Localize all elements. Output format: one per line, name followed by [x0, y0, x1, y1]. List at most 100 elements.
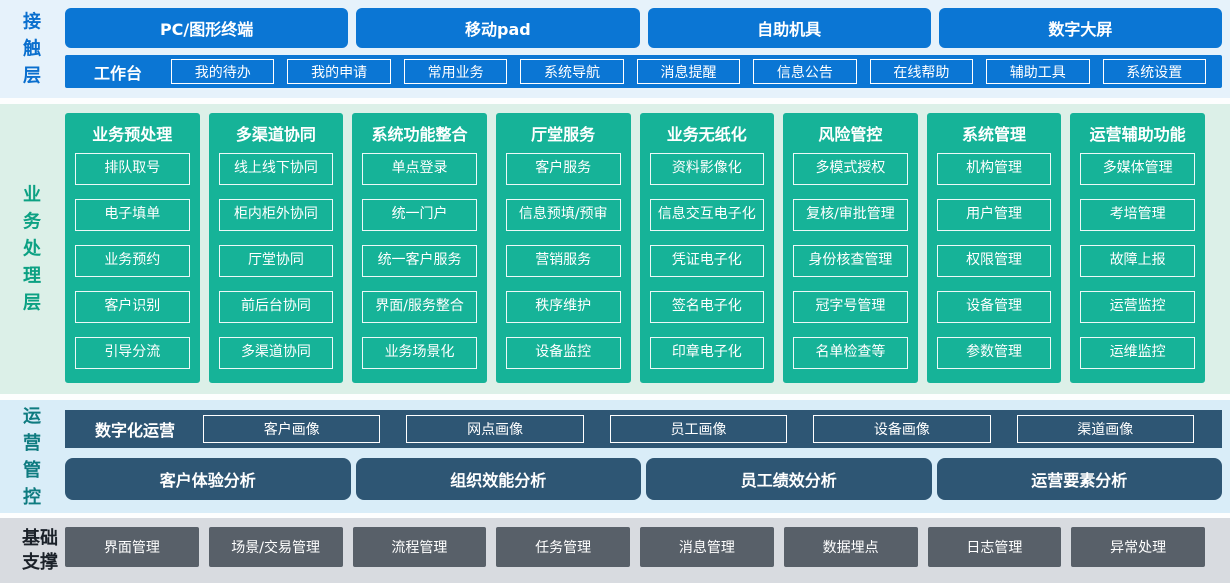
feature-box[interactable]: 厅堂协同: [218, 245, 334, 277]
feature-box[interactable]: 柜内柜外协同: [218, 199, 334, 231]
analysis-button[interactable]: 员工绩效分析: [646, 458, 932, 500]
workbench-item[interactable]: 消息提醒: [636, 59, 741, 84]
column-items: 线上线下协同柜内柜外协同厅堂协同前后台协同多渠道协同: [218, 153, 334, 369]
feature-box[interactable]: 故障上报: [1080, 245, 1195, 277]
portrait-box[interactable]: 客户画像: [203, 415, 381, 443]
operations-layer-label: 运营管控: [23, 405, 41, 508]
portrait-box[interactable]: 渠道画像: [1016, 415, 1194, 443]
workbench-label: 工作台: [93, 63, 142, 83]
foundation-item[interactable]: 流程管理: [352, 527, 487, 567]
channel-button[interactable]: 数字大屏: [938, 8, 1222, 48]
feature-box[interactable]: 名单检查等: [793, 337, 908, 369]
operations-layer-section: 运营管控 数字化运营 客户画像网点画像员工画像设备画像渠道画像 客户体验分析组织…: [0, 400, 1230, 513]
workbench-bar: 工作台 我的待办我的申请常用业务系统导航消息提醒信息公告在线帮助辅助工具系统设置: [65, 55, 1222, 88]
feature-box[interactable]: 参数管理: [936, 337, 1052, 369]
feature-box[interactable]: 线上线下协同: [218, 153, 334, 185]
portrait-box[interactable]: 员工画像: [609, 415, 788, 443]
feature-box[interactable]: 统一门户: [362, 199, 477, 231]
digital-operation-bar: 数字化运营 客户画像网点画像员工画像设备画像渠道画像: [65, 410, 1222, 448]
business-column: 多渠道协同线上线下协同柜内柜外协同厅堂协同前后台协同多渠道协同: [208, 113, 344, 383]
column-title: 厅堂服务: [531, 125, 596, 144]
portrait-box[interactable]: 设备画像: [813, 415, 991, 443]
workbench-item[interactable]: 辅助工具: [986, 59, 1090, 84]
contact-layer-label: 接触层: [23, 11, 41, 87]
feature-box[interactable]: 机构管理: [936, 153, 1052, 185]
column-items: 多模式授权复核/审批管理身份核查管理冠字号管理名单检查等: [793, 153, 908, 369]
feature-box[interactable]: 信息交互电子化: [649, 199, 765, 231]
foundation-item[interactable]: 数据埋点: [783, 527, 918, 567]
feature-box[interactable]: 身份核查管理: [793, 245, 908, 277]
section-divider: [0, 513, 1230, 518]
column-items: 多媒体管理考培管理故障上报运营监控运维监控: [1080, 153, 1195, 369]
feature-box[interactable]: 设备监控: [505, 337, 621, 369]
channel-button[interactable]: 移动pad: [356, 8, 640, 48]
column-items: 客户服务信息预填/预审营销服务秩序维护设备监控: [505, 153, 621, 369]
digital-operation-label: 数字化运营: [95, 421, 176, 440]
business-column: 业务预处理排队取号电子填单业务预约客户识别引导分流: [65, 113, 200, 383]
feature-box[interactable]: 统一客户服务: [362, 245, 477, 277]
feature-box[interactable]: 复核/审批管理: [793, 199, 908, 231]
feature-box[interactable]: 电子填单: [75, 199, 190, 231]
column-title: 多渠道协同: [235, 125, 316, 144]
feature-box[interactable]: 签名电子化: [649, 291, 765, 323]
analysis-button[interactable]: 客户体验分析: [65, 458, 351, 500]
feature-box[interactable]: 用户管理: [936, 199, 1052, 231]
feature-box[interactable]: 业务预约: [75, 245, 190, 277]
column-items: 单点登录统一门户统一客户服务界面/服务整合业务场景化: [362, 153, 477, 369]
workbench-item[interactable]: 常用业务: [403, 59, 508, 84]
channel-button[interactable]: PC/图形终端: [65, 8, 349, 48]
feature-box[interactable]: 冠字号管理: [793, 291, 908, 323]
feature-box[interactable]: 运营监控: [1080, 291, 1195, 323]
foundation-item[interactable]: 界面管理: [65, 527, 199, 567]
business-column: 业务无纸化资料影像化信息交互电子化凭证电子化签名电子化印章电子化: [639, 113, 775, 383]
feature-box[interactable]: 客户识别: [75, 291, 190, 323]
foundation-item[interactable]: 异常处理: [1071, 527, 1205, 567]
feature-box[interactable]: 秩序维护: [505, 291, 621, 323]
analysis-button[interactable]: 组织效能分析: [355, 458, 641, 500]
portrait-box[interactable]: 网点画像: [406, 415, 584, 443]
column-items: 机构管理用户管理权限管理设备管理参数管理: [936, 153, 1052, 369]
business-columns: 业务预处理排队取号电子填单业务预约客户识别引导分流多渠道协同线上线下协同柜内柜外…: [65, 113, 1205, 383]
feature-box[interactable]: 引导分流: [75, 337, 190, 369]
workbench-item[interactable]: 系统导航: [520, 59, 624, 84]
channel-button[interactable]: 自助机具: [647, 8, 931, 48]
workbench-item[interactable]: 在线帮助: [869, 59, 974, 84]
feature-box[interactable]: 营销服务: [505, 245, 621, 277]
feature-box[interactable]: 前后台协同: [218, 291, 334, 323]
feature-box[interactable]: 多媒体管理: [1080, 153, 1195, 185]
feature-box[interactable]: 运维监控: [1080, 337, 1195, 369]
feature-box[interactable]: 界面/服务整合: [362, 291, 477, 323]
analysis-button[interactable]: 运营要素分析: [936, 458, 1222, 500]
business-column: 系统管理机构管理用户管理权限管理设备管理参数管理: [926, 113, 1062, 383]
feature-box[interactable]: 考培管理: [1080, 199, 1195, 231]
portrait-row: 客户画像网点画像员工画像设备画像渠道画像: [203, 415, 1194, 443]
column-title: 系统管理: [962, 125, 1027, 144]
feature-box[interactable]: 凭证电子化: [649, 245, 765, 277]
workbench-item[interactable]: 我的待办: [171, 59, 275, 84]
foundation-item[interactable]: 场景/交易管理: [208, 527, 343, 567]
column-title: 系统功能整合: [371, 125, 468, 144]
column-title: 业务预处理: [92, 125, 173, 144]
workbench-item[interactable]: 系统设置: [1102, 59, 1206, 84]
feature-box[interactable]: 排队取号: [75, 153, 190, 185]
feature-box[interactable]: 多渠道协同: [218, 337, 334, 369]
feature-box[interactable]: 信息预填/预审: [505, 199, 621, 231]
feature-box[interactable]: 业务场景化: [362, 337, 477, 369]
column-title: 风险管控: [818, 125, 883, 144]
foundation-item[interactable]: 日志管理: [927, 527, 1062, 567]
feature-box[interactable]: 印章电子化: [649, 337, 765, 369]
feature-box[interactable]: 单点登录: [362, 153, 477, 185]
feature-box[interactable]: 多模式授权: [793, 153, 908, 185]
column-title: 业务无纸化: [666, 125, 747, 144]
feature-box[interactable]: 资料影像化: [649, 153, 765, 185]
business-column: 厅堂服务客户服务信息预填/预审营销服务秩序维护设备监控: [495, 113, 631, 383]
foundation-item[interactable]: 消息管理: [640, 527, 774, 567]
feature-box[interactable]: 权限管理: [936, 245, 1052, 277]
feature-box[interactable]: 客户服务: [505, 153, 621, 185]
workbench-items: 我的待办我的申请常用业务系统导航消息提醒信息公告在线帮助辅助工具系统设置: [171, 59, 1206, 84]
workbench-item[interactable]: 我的申请: [287, 59, 391, 84]
workbench-item[interactable]: 信息公告: [753, 59, 857, 84]
feature-box[interactable]: 设备管理: [936, 291, 1052, 323]
foundation-item[interactable]: 任务管理: [496, 527, 630, 567]
